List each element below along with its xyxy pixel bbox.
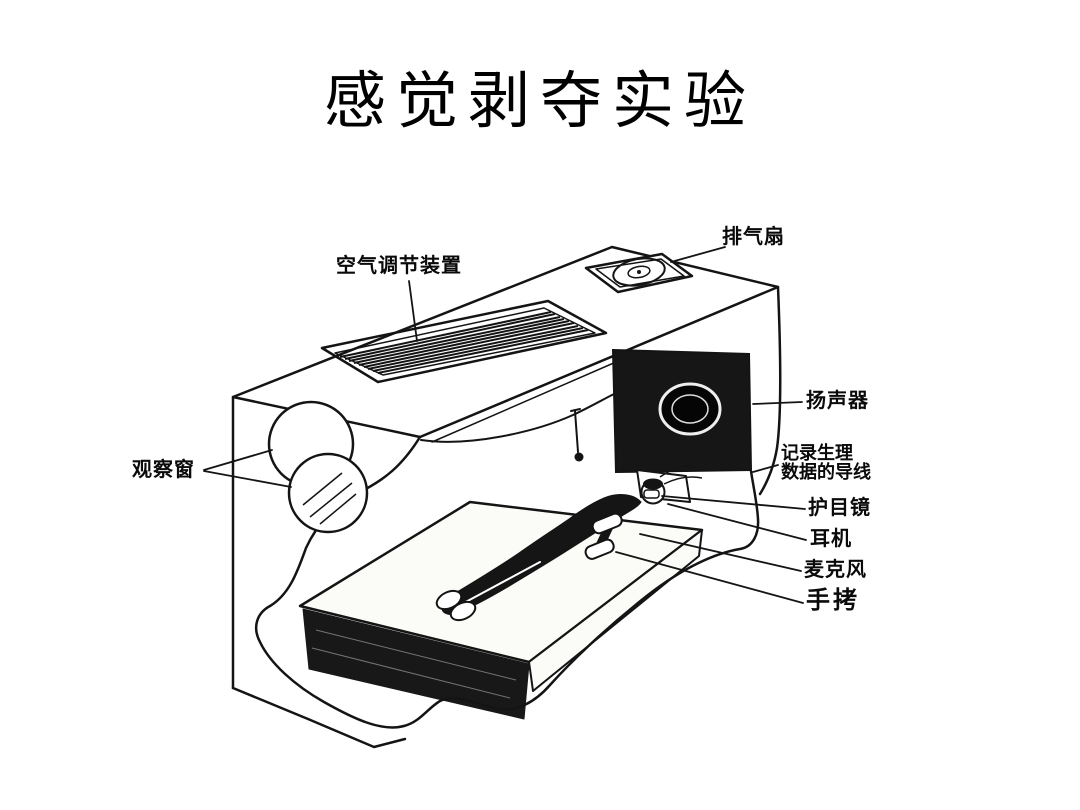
subject-hair (643, 478, 663, 490)
fan-hub (637, 270, 641, 274)
fan-ring-outer (612, 257, 666, 287)
leader-lines (203, 246, 807, 604)
observation-window-lower (287, 452, 369, 534)
leader-goggles (661, 495, 806, 510)
label-exhaust-fan: 排气扇 (722, 226, 785, 248)
mattress-base-texture (311, 629, 517, 699)
sock-foot-1 (435, 589, 463, 611)
slide-title: 感觉剥夺实验 (323, 68, 756, 136)
bed-front-strip (528, 529, 703, 692)
label-physio-wires: 记录生理 数据的导线 (781, 444, 871, 482)
leader-physio-wires (752, 464, 779, 473)
physio-wires (659, 465, 703, 485)
leader-air-conditioner (408, 280, 418, 342)
hand-cuff-tube-2 (584, 538, 615, 560)
label-observation-window: 观察窗 (132, 459, 195, 481)
leader-speaker (752, 401, 803, 405)
label-air-conditioner: 空气调节装置 (336, 255, 462, 277)
mattress-base (302, 608, 530, 720)
speaker-panel (611, 348, 753, 474)
opening-top-edge (420, 393, 615, 443)
exhaust-fan-unit (584, 252, 694, 294)
vent-grille (320, 299, 608, 384)
leader-observation-window (203, 449, 292, 488)
fan-housing-inner (595, 258, 685, 288)
leader-handcuffs (615, 551, 804, 604)
cutaway-torn-edge (254, 435, 760, 729)
box-bottom-left-edge (231, 686, 407, 749)
subject-figure (435, 465, 703, 622)
label-physio-wires-line1: 记录生理 (781, 443, 853, 463)
label-microphone: 麦克风 (804, 559, 867, 581)
box-right-edge (758, 285, 782, 496)
cord-bulb (574, 452, 584, 462)
leader-headphones (667, 503, 807, 541)
leader-exhaust-fan (670, 246, 726, 263)
chamber-box-outline (231, 245, 782, 749)
label-handcuffs: 手拷 (806, 587, 860, 614)
hanging-cord (570, 408, 581, 453)
label-speaker: 扬声器 (806, 390, 869, 412)
goggles-on-face (643, 489, 660, 499)
label-goggles: 护目镜 (808, 497, 871, 519)
grille-slats (339, 311, 589, 374)
label-physio-wires-line2: 数据的导线 (781, 462, 871, 482)
observation-windows (267, 400, 369, 534)
leg-separation-line (461, 561, 541, 605)
window-glass-shine (302, 472, 357, 525)
sock-foot-2 (449, 600, 477, 622)
leader-microphone (639, 533, 802, 572)
grille-outer-frame (320, 299, 608, 384)
hand-cuff-tube-1 (591, 512, 623, 535)
grille-inner-frame (334, 307, 596, 376)
opening-rim-line (431, 361, 617, 443)
label-headphones: 耳机 (810, 528, 852, 550)
fan-ring-inner (627, 265, 651, 279)
ceiling-and-cord (420, 393, 615, 462)
speaker-cone (658, 382, 722, 436)
